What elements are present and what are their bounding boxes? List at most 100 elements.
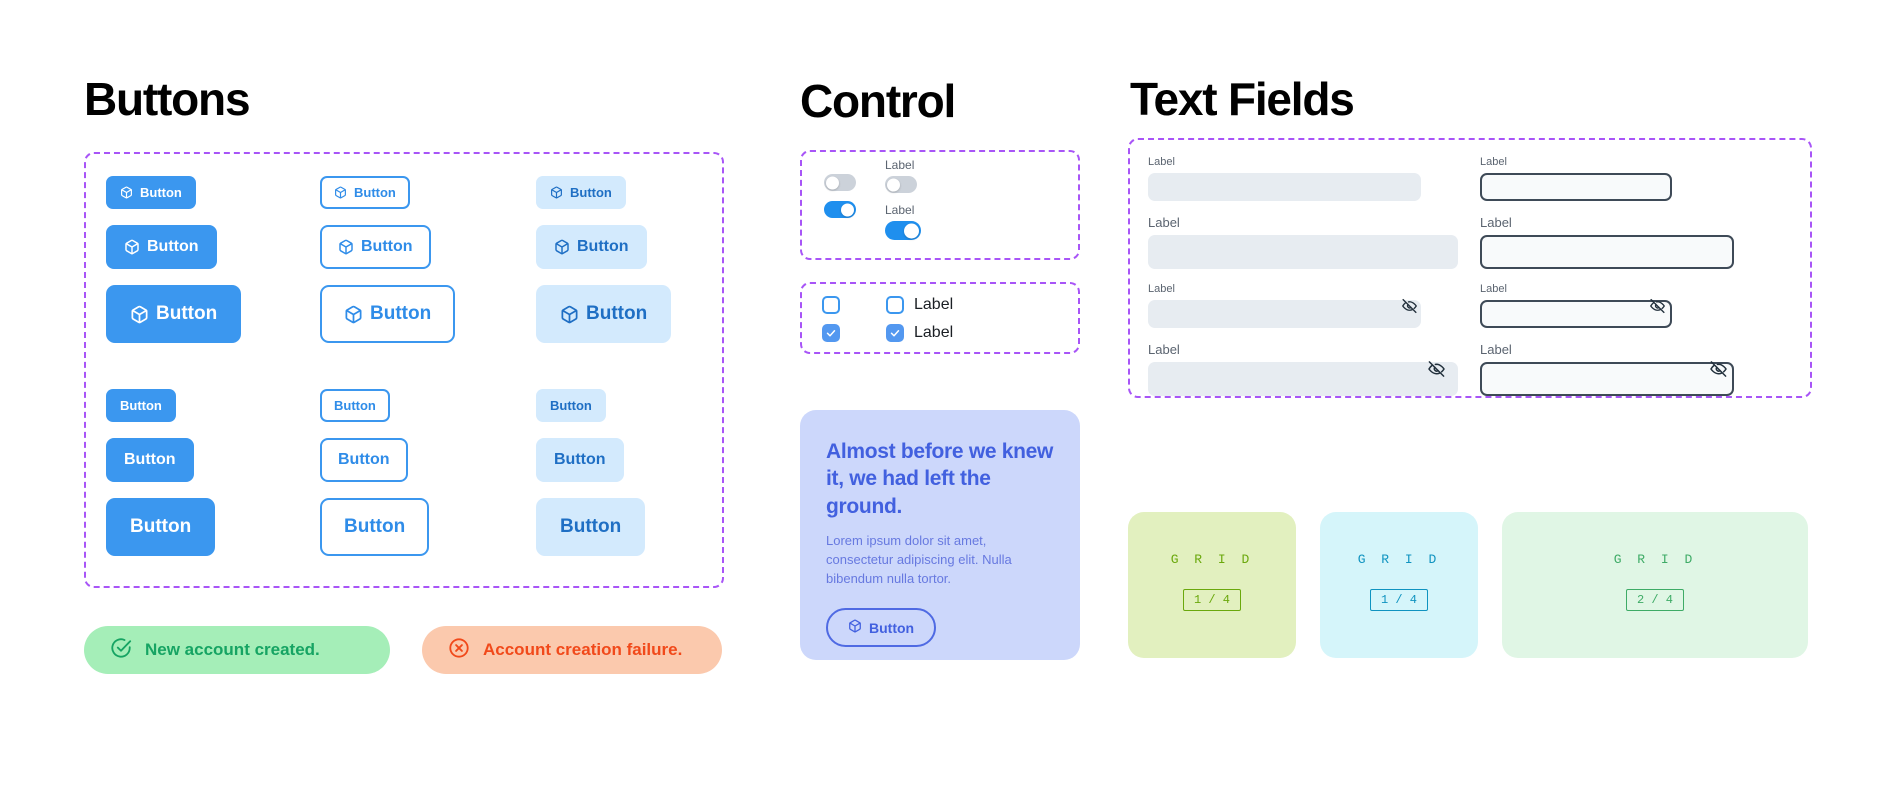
eye-off-icon[interactable] xyxy=(1649,297,1666,314)
checkbox-row: Label xyxy=(822,296,1080,314)
text-field-password: Label xyxy=(1480,342,1790,396)
button-label: Button xyxy=(147,238,199,255)
eye-off-icon[interactable] xyxy=(1427,360,1446,379)
checkbox-item: Label xyxy=(886,296,953,314)
field-label: Label xyxy=(1480,283,1507,295)
grid-card-chip: 1 / 4 xyxy=(1182,589,1241,611)
checkbox-label: Label xyxy=(914,296,954,313)
grid-card-title: G R I D xyxy=(1613,552,1697,567)
button-outline-large[interactable]: Button xyxy=(320,498,430,556)
button-outline-small-icon[interactable]: Button xyxy=(320,176,410,209)
button-solid-small-icon[interactable]: Button xyxy=(106,176,196,209)
toast-message: New account created. xyxy=(145,640,320,659)
text-field: Label xyxy=(1148,156,1458,201)
button-soft-large-icon[interactable]: Button xyxy=(536,285,672,343)
button-soft-medium[interactable]: Button xyxy=(536,438,624,482)
switch-knob xyxy=(887,178,900,191)
field-label: Label xyxy=(1480,156,1507,168)
buttons-grid: Button Button Button Button Button xyxy=(84,152,724,588)
button-label: Button xyxy=(361,238,413,255)
button-label: Button xyxy=(334,398,376,413)
cube-icon xyxy=(124,239,140,255)
button-outline-large-icon[interactable]: Button xyxy=(320,285,456,343)
check-circle-icon xyxy=(110,637,132,664)
cube-icon xyxy=(560,305,579,324)
grid-card-chip: 2 / 4 xyxy=(1625,589,1684,611)
toast-message: Account creation failure. xyxy=(483,640,683,659)
button-solid-medium-icon[interactable]: Button xyxy=(106,225,217,269)
button-label: Button xyxy=(344,516,406,537)
checkbox-unchecked[interactable] xyxy=(886,296,904,314)
quote-title: Almost before we knew it, we had left th… xyxy=(826,440,1054,518)
switch-labeled-off[interactable] xyxy=(885,176,917,193)
toast-success: New account created. xyxy=(84,626,390,674)
button-soft-small[interactable]: Button xyxy=(536,389,606,422)
text-input-outlined-small-password[interactable] xyxy=(1480,300,1673,328)
button-outline-medium[interactable]: Button xyxy=(320,438,408,482)
button-solid-large[interactable]: Button xyxy=(106,498,216,556)
switch-label: Label xyxy=(885,203,915,217)
section-title-buttons: Buttons xyxy=(84,73,251,125)
cube-icon xyxy=(334,186,347,199)
x-circle-icon xyxy=(448,637,470,664)
text-input-filled-medium-password[interactable] xyxy=(1148,362,1458,396)
button-label: Button xyxy=(140,185,182,200)
checkbox-label: Label xyxy=(914,324,954,341)
text-input-outlined-medium[interactable] xyxy=(1480,235,1735,269)
checkbox-checked[interactable] xyxy=(886,324,904,342)
cube-icon xyxy=(120,186,133,199)
field-label: Label xyxy=(1480,215,1512,230)
button-label: Button xyxy=(338,451,390,468)
button-label: Button xyxy=(577,238,629,255)
grid-card-olive: G R I D 1 / 4 xyxy=(1128,512,1296,658)
switch-knob xyxy=(904,223,919,238)
text-input-filled-medium[interactable] xyxy=(1148,235,1458,269)
grid-card-title: G R I D xyxy=(1357,552,1441,567)
button-label: Button xyxy=(156,303,218,324)
button-outline-small[interactable]: Button xyxy=(320,389,390,422)
checkmark-icon xyxy=(890,330,900,337)
cube-icon xyxy=(848,619,862,636)
checkboxes-guide-frame xyxy=(800,282,1080,354)
eye-off-icon[interactable] xyxy=(1709,360,1728,379)
text-input-filled-small[interactable] xyxy=(1148,173,1421,201)
text-field-password: Label xyxy=(1148,342,1458,396)
grid-card-title: G R I D xyxy=(1170,552,1254,567)
switch-column-labeled: Label Label xyxy=(885,158,921,250)
button-solid-small[interactable]: Button xyxy=(106,389,176,422)
switch-off[interactable] xyxy=(824,174,856,191)
text-field: Label xyxy=(1148,215,1458,269)
quote-card: Almost before we knew it, we had left th… xyxy=(800,410,1080,660)
button-soft-small-icon[interactable]: Button xyxy=(536,176,626,209)
button-label: Button xyxy=(120,398,162,413)
switch-column-unlabeled xyxy=(824,174,856,228)
switch-on[interactable] xyxy=(824,201,856,218)
cube-icon xyxy=(554,239,570,255)
button-solid-large-icon[interactable]: Button xyxy=(106,285,242,343)
checkbox-row: Label xyxy=(822,324,1080,342)
button-label: Button xyxy=(354,185,396,200)
quote-card-button[interactable]: Button xyxy=(826,608,937,648)
switch-knob xyxy=(841,203,854,216)
checkbox-item: Label xyxy=(886,324,953,342)
text-input-filled-small-password[interactable] xyxy=(1148,300,1421,328)
quote-body: Lorem ipsum dolor sit amet, consectetur … xyxy=(826,532,1012,586)
checkbox-unchecked-bare[interactable] xyxy=(822,296,840,314)
checkbox-checked-bare[interactable] xyxy=(822,324,840,342)
text-input-outlined-small[interactable] xyxy=(1480,173,1673,201)
button-column-outline: Button Button Button Button Button xyxy=(320,176,456,572)
text-fields-group: Label Label Label Label xyxy=(1128,138,1812,398)
field-label: Label xyxy=(1148,342,1180,357)
toast-error: Account creation failure. xyxy=(422,626,722,674)
button-soft-medium-icon[interactable]: Button xyxy=(536,225,647,269)
buttons-guide-frame xyxy=(84,152,724,588)
button-solid-medium[interactable]: Button xyxy=(106,438,194,482)
button-outline-medium-icon[interactable]: Button xyxy=(320,225,431,269)
checkboxes-group: Label Label xyxy=(800,282,1080,354)
button-soft-large[interactable]: Button xyxy=(536,498,646,556)
switch-labeled-on[interactable] xyxy=(885,221,921,240)
text-input-outlined-medium-password[interactable] xyxy=(1480,362,1735,396)
eye-off-icon[interactable] xyxy=(1401,297,1418,314)
button-label: Button xyxy=(124,451,176,468)
